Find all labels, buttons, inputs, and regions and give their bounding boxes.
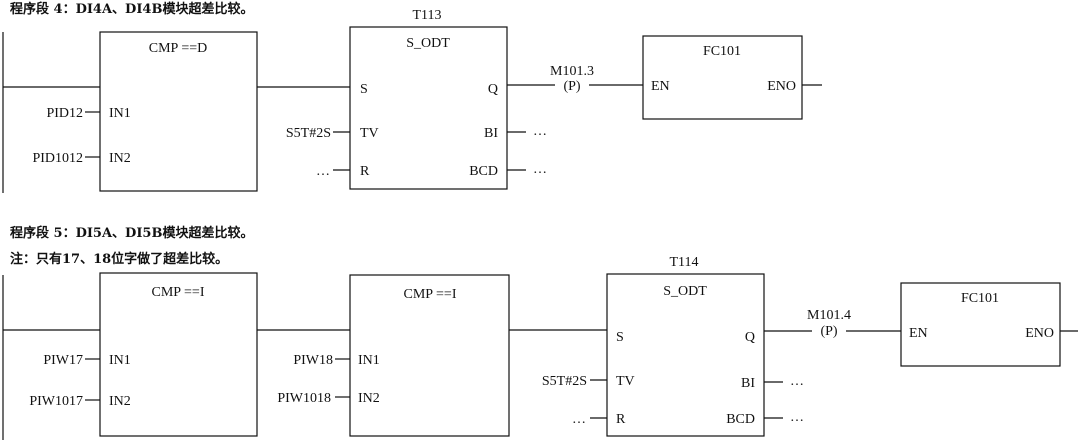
segment5-timer-r: R: [616, 412, 626, 427]
segment5-timer-bi: BI: [741, 376, 755, 391]
segment5-timer-bi-out: …: [790, 374, 804, 389]
segment4-coil-address: M101.3: [550, 64, 594, 79]
segment4-cmp-title: CMP ==D: [149, 41, 207, 56]
segment4-cmp-in2-signal: PID1012: [32, 151, 83, 166]
segment4-heading: 程序段 4：DI4A、DI4B模块超差比较。: [10, 1, 253, 17]
segment5-cmp2-in2-label: IN2: [358, 391, 380, 406]
segment4-fc-eno: ENO: [767, 79, 796, 94]
segment5-timer-tv: TV: [616, 374, 635, 389]
segment4-timer-number: T113: [412, 8, 441, 23]
segment4-coil-type[interactable]: (P): [563, 79, 580, 94]
segment5-cmp2-in1-signal: PIW18: [293, 353, 333, 368]
segment5-heading: 程序段 5：DI5A、DI5B模块超差比较。: [10, 225, 253, 241]
segment5-cmp1-title: CMP ==I: [151, 285, 204, 300]
segment5-coil-address: M101.4: [807, 308, 851, 323]
segment5-cmp2-title: CMP ==I: [403, 287, 456, 302]
segment5-fc-eno: ENO: [1025, 326, 1054, 341]
segment4-timer-bi-out: …: [533, 124, 547, 139]
segment5-timer-s: S: [616, 330, 624, 345]
segment5-timer-r-signal: …: [572, 412, 586, 427]
segment4-timer-r: R: [360, 164, 370, 179]
segment5-cmp1-in1-signal: PIW17: [43, 353, 83, 368]
segment5-note: 注：只有17、18位字做了超差比较。: [10, 251, 228, 267]
segment5-timer-bcd-out: …: [790, 410, 804, 425]
segment4-timer-s: S: [360, 82, 368, 97]
segment4-fc-en: EN: [651, 79, 670, 94]
segment5-cmp1-in2-signal: PIW1017: [29, 394, 83, 409]
segment4-fc-block[interactable]: FC101 EN ENO: [642, 35, 803, 120]
segment4-timer-bcd: BCD: [469, 164, 498, 179]
segment5-cmp2-in1-label: IN1: [358, 353, 380, 368]
segment5-fc-block[interactable]: FC101 EN ENO: [900, 282, 1061, 367]
segment5-coil-type[interactable]: (P): [820, 324, 837, 339]
segment4-timer-type: S_ODT: [406, 36, 450, 51]
segment5-timer-block[interactable]: S_ODT S TV R Q BI BCD: [606, 273, 765, 437]
segment4-timer-tv: TV: [360, 126, 379, 141]
segment5-timer-bcd: BCD: [726, 412, 755, 427]
segment5-timer-type: S_ODT: [663, 284, 707, 299]
segment4-fc-title: FC101: [703, 44, 741, 59]
segment5-fc-title: FC101: [961, 291, 999, 306]
segment5-fc-en: EN: [909, 326, 928, 341]
segment5-cmp1-block[interactable]: CMP ==I IN1 IN2: [99, 272, 258, 437]
segment4-timer-q: Q: [488, 82, 498, 97]
segment5-timer-number: T114: [669, 255, 698, 270]
segment4-cmp-in1-label: IN1: [109, 106, 131, 121]
segment5-timer-q: Q: [745, 330, 755, 345]
segment4-timer-r-signal: …: [316, 164, 330, 179]
segment4-timer-block[interactable]: S_ODT S TV R Q BI BCD: [349, 26, 508, 190]
segment4-timer-bi: BI: [484, 126, 498, 141]
segment5-timer-tv-value: S5T#2S: [542, 374, 587, 389]
segment5-cmp2-block[interactable]: CMP ==I IN1 IN2: [349, 274, 510, 437]
segment5-cmp1-in2-label: IN2: [109, 394, 131, 409]
segment4-timer-bcd-out: …: [533, 162, 547, 177]
segment5-cmp1-in1-label: IN1: [109, 353, 131, 368]
segment5-cmp2-in2-signal: PIW1018: [277, 391, 331, 406]
segment4-cmp-in1-signal: PID12: [46, 106, 83, 121]
segment4-cmp-in2-label: IN2: [109, 151, 131, 166]
segment4-timer-tv-value: S5T#2S: [286, 126, 331, 141]
segment4-cmp-block[interactable]: CMP ==D IN1 IN2: [99, 31, 258, 192]
